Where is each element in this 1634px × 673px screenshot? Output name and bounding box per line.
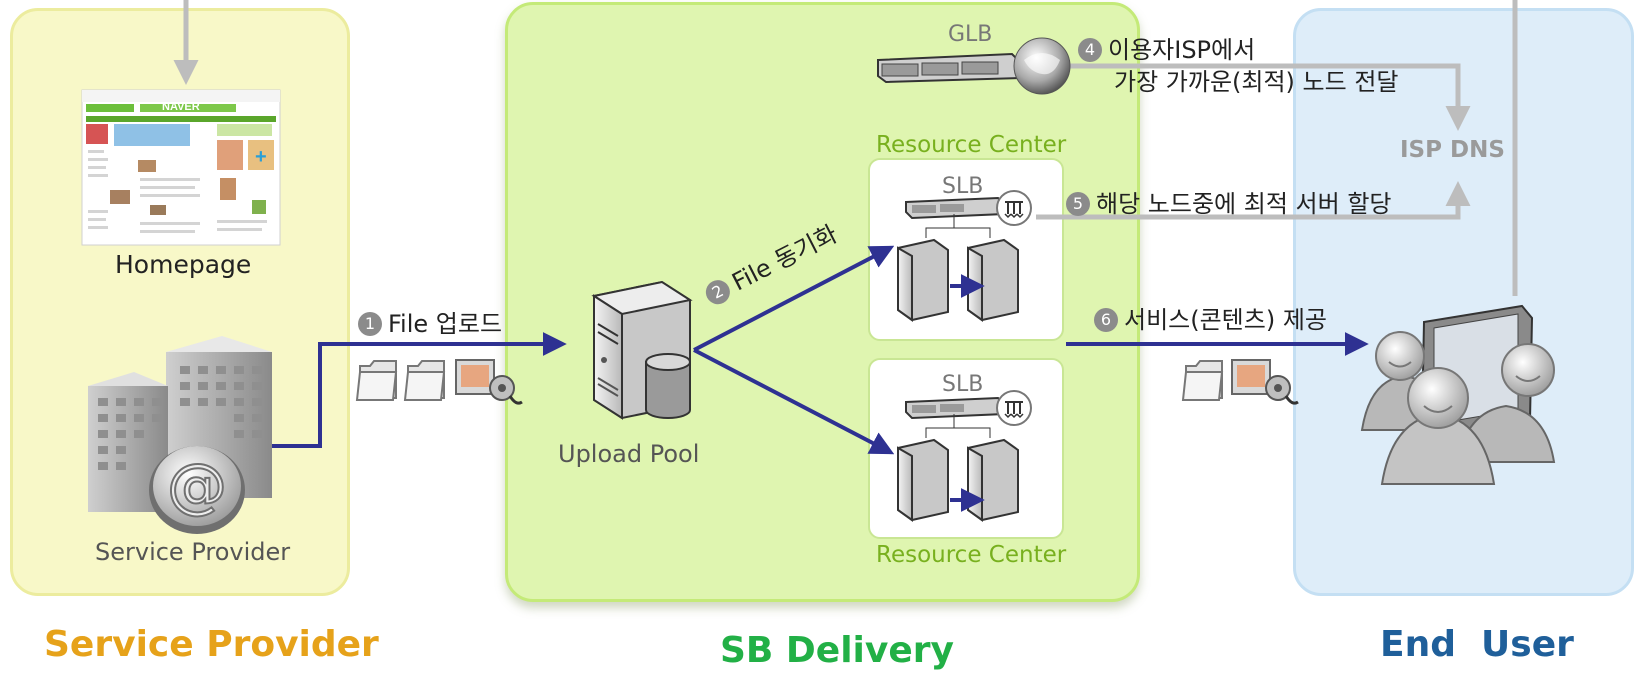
section-title-end-user: End User xyxy=(1380,624,1574,665)
file-icons-upload xyxy=(355,359,523,405)
flow-arrow-sync-bottom xyxy=(693,348,895,455)
step1-text: File 업로드 xyxy=(388,310,503,338)
resource-center-bottom-label: Resource Center xyxy=(876,542,1067,568)
step4-text-line2: 가장 가까운(최적) 노드 전달 xyxy=(1114,68,1399,96)
glb-label: GLB xyxy=(948,22,993,47)
end-users-icon xyxy=(1360,304,1556,485)
upload-pool-label: Upload Pool xyxy=(558,440,700,468)
step4-text-line1: 이용자ISP에서 xyxy=(1108,36,1256,64)
section-title-sb-delivery: SB Delivery xyxy=(720,630,954,671)
step5-text: 해당 노드중에 최적 서버 할당 xyxy=(1096,190,1392,218)
flow-arrow-upload xyxy=(272,332,567,448)
slb-top-device-icon xyxy=(897,190,1032,322)
service-provider-building-label: Service Provider xyxy=(95,538,291,566)
step6-text: 서비스(콘텐츠) 제공 xyxy=(1124,306,1327,334)
glb-device-icon xyxy=(877,37,1071,95)
step5-number: 5 xyxy=(1066,192,1090,216)
flow-arrow-sync-top xyxy=(693,245,895,352)
resource-center-top-label: Resource Center xyxy=(876,132,1067,158)
slb-bottom-device-icon xyxy=(897,390,1032,522)
naver-logo: NAVER xyxy=(162,101,200,113)
homepage-screenshot: NAVER + xyxy=(81,89,281,246)
homepage-label: Homepage xyxy=(115,250,252,279)
file-icons-service xyxy=(1181,359,1299,405)
upload-pool-server-icon xyxy=(591,280,693,420)
step6-number: 6 xyxy=(1094,308,1118,332)
gray-arrow-step4 xyxy=(1068,63,1471,131)
step4-number: 4 xyxy=(1078,38,1102,62)
svg-text:+: + xyxy=(255,146,267,168)
at-icon: @ xyxy=(167,451,227,521)
section-title-service-provider: Service Provider xyxy=(44,624,379,665)
gray-arrow-step5 xyxy=(1036,181,1471,220)
slb-bottom-label: SLB xyxy=(942,372,984,397)
step1-number: 1 xyxy=(358,312,382,336)
buildings-icon: @ xyxy=(88,336,272,534)
slb-top-label: SLB xyxy=(942,174,984,199)
isp-dns-label: ISP DNS xyxy=(1400,137,1505,163)
